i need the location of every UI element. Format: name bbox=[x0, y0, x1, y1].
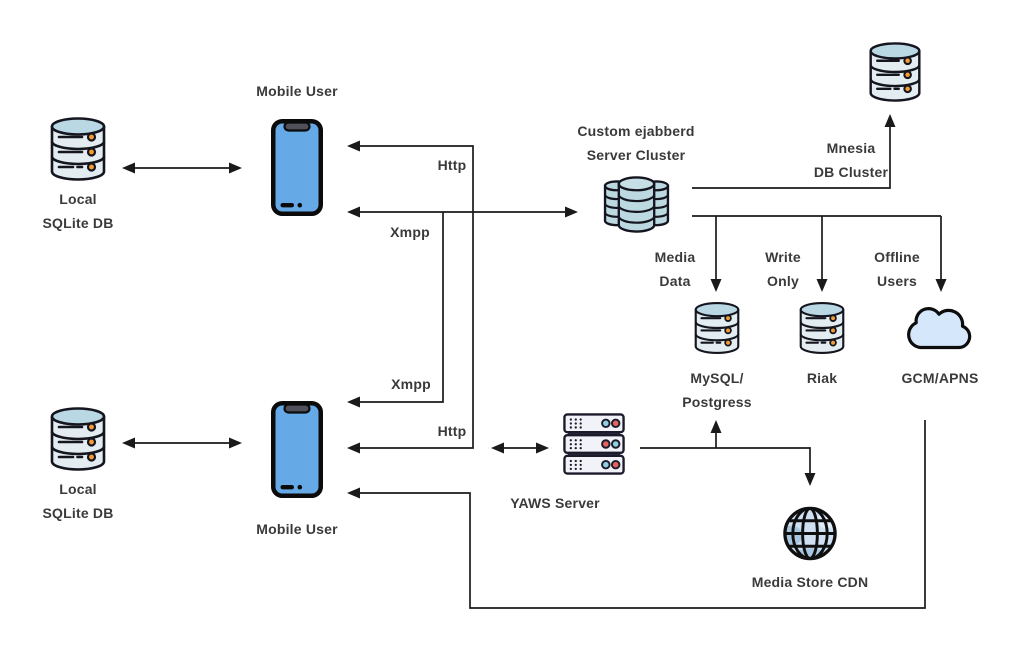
edge-xmpp-branch-bottom bbox=[359, 212, 444, 403]
ejabberd-cluster-icon bbox=[602, 176, 671, 234]
mysql-line1: MySQL/ bbox=[690, 370, 744, 386]
edge-label-xmpp-bottom: Xmpp bbox=[391, 376, 431, 392]
local-db-bottom-line1: Local bbox=[59, 481, 97, 497]
local-db-bottom-line2: SQLite DB bbox=[42, 505, 114, 521]
edge-label-media-data: Media Data bbox=[655, 245, 696, 293]
edge-label-xmpp-top: Xmpp bbox=[390, 224, 430, 240]
mobile-user-bottom-label: Mobile User bbox=[256, 521, 338, 537]
edge-label-mnesia: Mnesia DB Cluster bbox=[814, 136, 888, 184]
offline-users-line1: Offline bbox=[874, 249, 920, 265]
ejabberd-line2: Server Cluster bbox=[586, 147, 686, 163]
mysql-line2: Postgress bbox=[682, 394, 752, 410]
yaws-server-label: YAWS Server bbox=[510, 495, 600, 511]
mnesia-db-icon bbox=[866, 40, 924, 104]
edge-label-write-only: Write Only bbox=[765, 245, 801, 293]
write-only-line1: Write bbox=[765, 249, 801, 265]
edge-http-loop bbox=[359, 145, 474, 449]
local-sqlite-db-bottom-label: Local SQLite DB bbox=[42, 477, 113, 525]
mysql-postgress-db-icon bbox=[688, 301, 746, 355]
mobile-phone-bottom-icon bbox=[271, 401, 323, 498]
ejabberd-line1: Custom ejabberd bbox=[577, 123, 695, 139]
media-data-line1: Media bbox=[654, 249, 696, 265]
mobile-user-top-label: Mobile User bbox=[256, 83, 338, 99]
media-store-cdn-label: Media Store CDN bbox=[751, 574, 869, 590]
mobile-phone-top-icon bbox=[271, 119, 323, 216]
ejabberd-cluster-label: Custom ejabberd Server Cluster bbox=[577, 119, 694, 167]
edge-label-http-bottom: Http bbox=[437, 423, 467, 439]
gcm-apns-cloud-icon bbox=[903, 301, 976, 353]
mnesia-line1: Mnesia bbox=[826, 140, 876, 156]
edge-label-offline-users: Offline Users bbox=[874, 245, 920, 293]
local-db-top-line2: SQLite DB bbox=[42, 215, 114, 231]
local-db-top-line1: Local bbox=[59, 191, 97, 207]
arrowheads bbox=[122, 114, 947, 499]
gcm-apns-label: GCM/APNS bbox=[901, 370, 979, 386]
edge-yaws-cdn bbox=[640, 447, 811, 474]
local-sqlite-db-top-label: Local SQLite DB bbox=[42, 187, 113, 235]
mysql-postgress-label: MySQL/ Postgress bbox=[682, 366, 752, 414]
riak-label: Riak bbox=[806, 370, 838, 386]
edge-label-http-top: Http bbox=[437, 157, 467, 173]
offline-users-line2: Users bbox=[877, 273, 917, 289]
media-store-cdn-globe-icon bbox=[781, 504, 839, 563]
media-data-line2: Data bbox=[659, 273, 691, 289]
edge-gcm-phone-return bbox=[359, 420, 926, 609]
local-sqlite-db-bottom-icon bbox=[47, 406, 109, 472]
riak-db-icon bbox=[793, 301, 851, 355]
local-sqlite-db-top-icon bbox=[47, 116, 109, 182]
edge-ejabberd-mnesia bbox=[692, 126, 891, 189]
write-only-line2: Only bbox=[767, 273, 799, 289]
yaws-server-icon bbox=[560, 410, 628, 478]
mnesia-line2: DB Cluster bbox=[813, 164, 889, 180]
